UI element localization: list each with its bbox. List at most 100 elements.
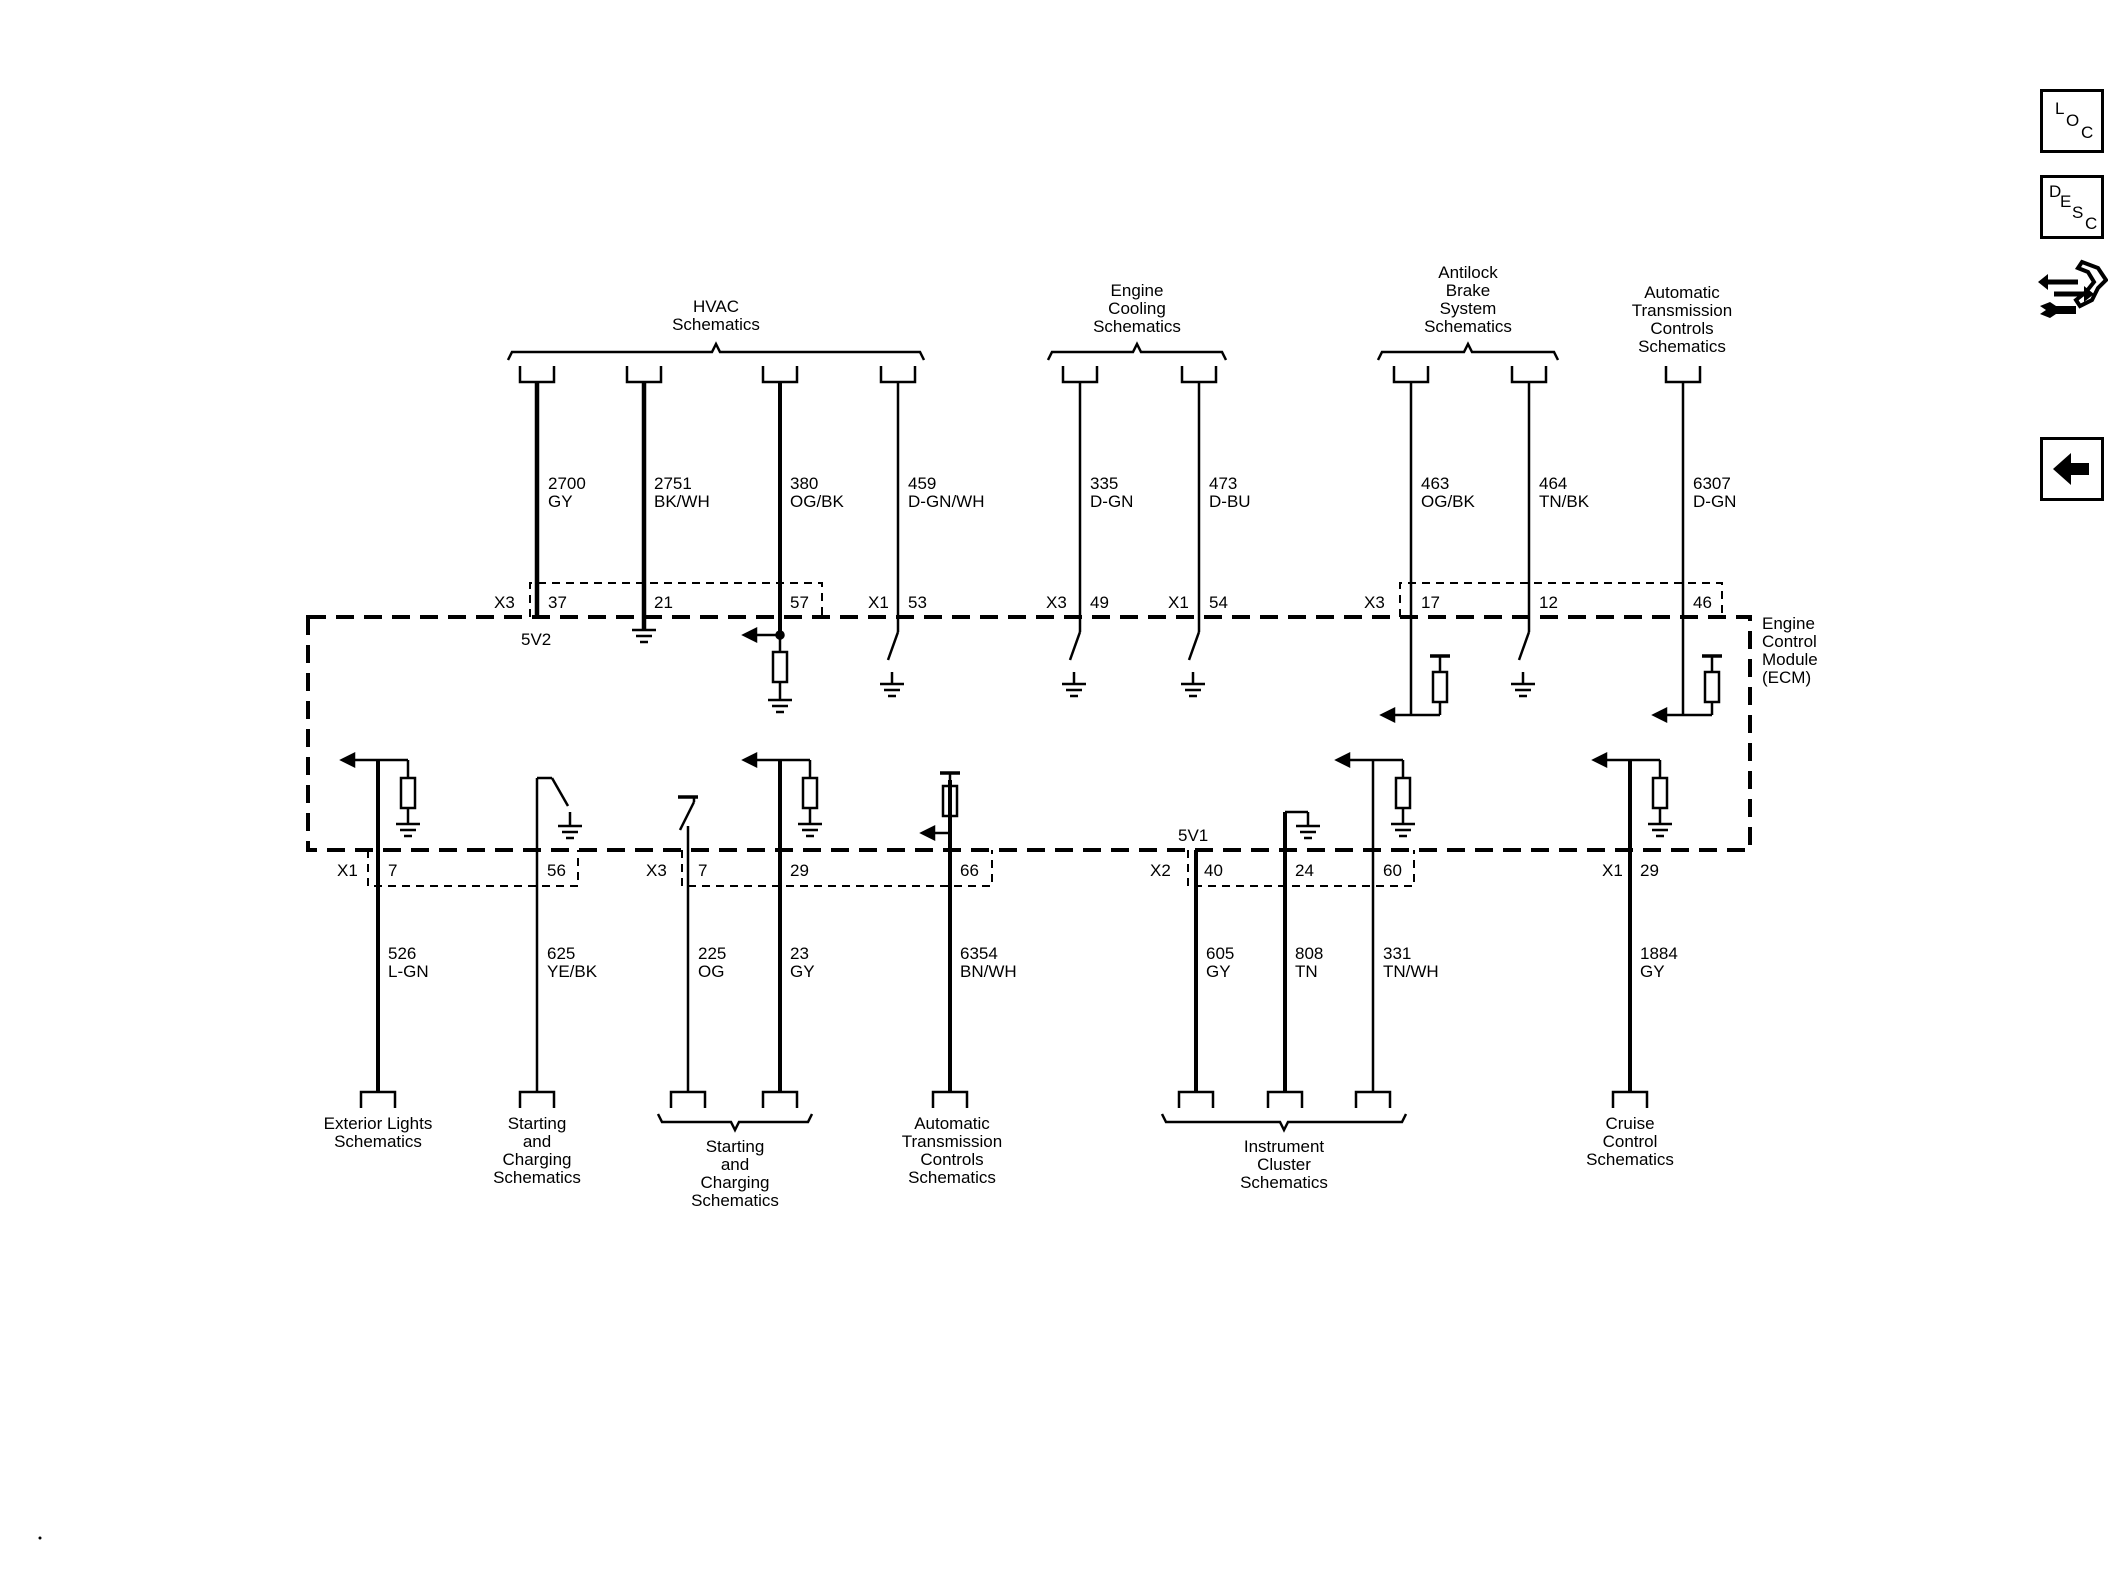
- top-connector-outlines: [529, 582, 1723, 617]
- engine-cooling-destination-label[interactable]: Engine Cooling Schematics: [1093, 281, 1181, 336]
- ecm-module-label: Engine Control Module (ECM): [1762, 614, 1818, 687]
- atc-label-line: Transmission: [902, 1132, 1002, 1151]
- bottom-connector-outlines: [367, 850, 1415, 887]
- circuit-number: 459: [908, 474, 936, 493]
- circuit-number: 473: [1209, 474, 1237, 493]
- connector-label: X2: [1150, 861, 1171, 880]
- instrument-cluster-destination-label[interactable]: Instrument Cluster Schematics: [1240, 1137, 1328, 1192]
- module-name-line: Control: [1762, 632, 1817, 651]
- starting-charging-label-line: Charging: [701, 1173, 770, 1192]
- pin-number: 57: [790, 593, 809, 612]
- exterior-lights-label-line: Exterior Lights: [324, 1114, 433, 1133]
- engine-cooling-brace: [1046, 341, 1228, 361]
- bottom-circuit-labels: 526 L-GN 625 YE/BK 225 OG 23 GY 6354 BN/…: [388, 944, 1678, 981]
- starting-charging-label-line: Starting: [706, 1137, 765, 1156]
- connector-label: X1: [1168, 593, 1189, 612]
- cruise-control-destination-label[interactable]: Cruise Control Schematics: [1586, 1114, 1674, 1169]
- wire-color: GY: [1640, 962, 1665, 981]
- instrument-cluster-label-line: Instrument: [1244, 1137, 1325, 1156]
- connector-label: X3: [1364, 593, 1385, 612]
- exterior-lights-destination-label[interactable]: Exterior Lights Schematics: [324, 1114, 433, 1151]
- hvac-label-line: Schematics: [672, 315, 760, 334]
- atc-top-destination-label[interactable]: Automatic Transmission Controls Schemati…: [1632, 283, 1732, 356]
- pin-number: 53: [908, 593, 927, 612]
- ground-symbol: [1648, 822, 1672, 838]
- atc-label-line: Automatic: [914, 1114, 990, 1133]
- starting-charging-label-line: Starting: [508, 1114, 567, 1133]
- starting-charging-label-line: Charging: [503, 1150, 572, 1169]
- circuit-number: 625: [547, 944, 575, 963]
- atc-label-line: Automatic: [1644, 283, 1720, 302]
- abs-label-line: System: [1440, 299, 1497, 318]
- ground-symbol: [768, 698, 792, 714]
- description-button[interactable]: D E S C: [2040, 175, 2104, 239]
- wire-color: OG/BK: [1421, 492, 1476, 511]
- circuit-number: 463: [1421, 474, 1449, 493]
- pin-number: 66: [960, 861, 979, 880]
- location-button[interactable]: L O C: [2040, 89, 2104, 153]
- ground-symbol: [1511, 682, 1535, 698]
- circuit-number: 6307: [1693, 474, 1731, 493]
- wire-color: GY: [790, 962, 815, 981]
- module-name-line: Engine: [1762, 614, 1815, 633]
- hvac-label-line: HVAC: [693, 297, 739, 316]
- resistor-symbol: [1431, 670, 1449, 704]
- ground-symbol: [1391, 822, 1415, 838]
- atc-label-line: Controls: [1650, 319, 1713, 338]
- wire-color: GY: [548, 492, 573, 511]
- switch-symbol: [1517, 631, 1531, 661]
- circuit-number: 2700: [548, 474, 586, 493]
- reference-voltage-label: 5V2: [521, 630, 551, 649]
- pin-number: 46: [1693, 593, 1712, 612]
- exterior-lights-label-line: Schematics: [334, 1132, 422, 1151]
- abs-label-line: Schematics: [1424, 317, 1512, 336]
- engine-cooling-label-line: Schematics: [1093, 317, 1181, 336]
- circuit-number: 808: [1295, 944, 1323, 963]
- wrench-arrows-icon[interactable]: [2036, 256, 2109, 328]
- circuit-number: 23: [790, 944, 809, 963]
- starting-charging-destination-label[interactable]: Starting and Charging Schematics: [493, 1114, 581, 1187]
- desc-letter: E: [2060, 192, 2072, 211]
- wire-color: GY: [1206, 962, 1231, 981]
- starting-charging-brace: [656, 1113, 814, 1133]
- module-name-line: (ECM): [1762, 668, 1811, 687]
- top-wires: [534, 382, 1685, 715]
- circuit-number: 464: [1539, 474, 1567, 493]
- input-arrow-icon: [1379, 706, 1396, 724]
- wire-color: D-GN: [1693, 492, 1736, 511]
- pin-number: 17: [1421, 593, 1440, 612]
- atc-bottom-destination-label[interactable]: Automatic Transmission Controls Schemati…: [902, 1114, 1002, 1187]
- pin-number: 49: [1090, 593, 1109, 612]
- instrument-cluster-brace: [1160, 1113, 1408, 1133]
- wire-color: TN/BK: [1539, 492, 1590, 511]
- loc-letter: C: [2081, 123, 2094, 142]
- wire-color: OG/BK: [790, 492, 845, 511]
- hvac-destination-label[interactable]: HVAC Schematics: [672, 297, 760, 334]
- back-button[interactable]: [2040, 437, 2104, 501]
- input-arrow-icon: [1651, 706, 1668, 724]
- connector-label: X3: [1046, 593, 1067, 612]
- abs-destination-label[interactable]: Antilock Brake System Schematics: [1424, 263, 1512, 336]
- pin-number: 7: [698, 861, 707, 880]
- circuit-number: 331: [1383, 944, 1411, 963]
- switch-symbol: [886, 631, 900, 661]
- desc-letter: C: [2085, 214, 2098, 233]
- pin-number: 60: [1383, 861, 1402, 880]
- ground-symbol: [1181, 682, 1205, 698]
- starting-charging-group-destination-label[interactable]: Starting and Charging Schematics: [691, 1137, 779, 1210]
- module-name-line: Module: [1762, 650, 1818, 669]
- engine-cooling-label-line: Cooling: [1108, 299, 1166, 318]
- pin-number: 7: [388, 861, 397, 880]
- page-dot: [38, 1536, 42, 1540]
- back-arrow-icon: [2053, 453, 2089, 485]
- cruise-control-label-line: Cruise: [1605, 1114, 1654, 1133]
- starting-charging-label-line: and: [523, 1132, 551, 1151]
- pin-number: 54: [1209, 593, 1228, 612]
- input-arrow-icon: [1591, 751, 1608, 769]
- bottom-wires: [376, 760, 1632, 1092]
- resistor-symbol: [1703, 670, 1721, 704]
- input-arrow-icon: [741, 626, 758, 644]
- pin-number: 29: [790, 861, 809, 880]
- switch-symbol: [1068, 631, 1082, 661]
